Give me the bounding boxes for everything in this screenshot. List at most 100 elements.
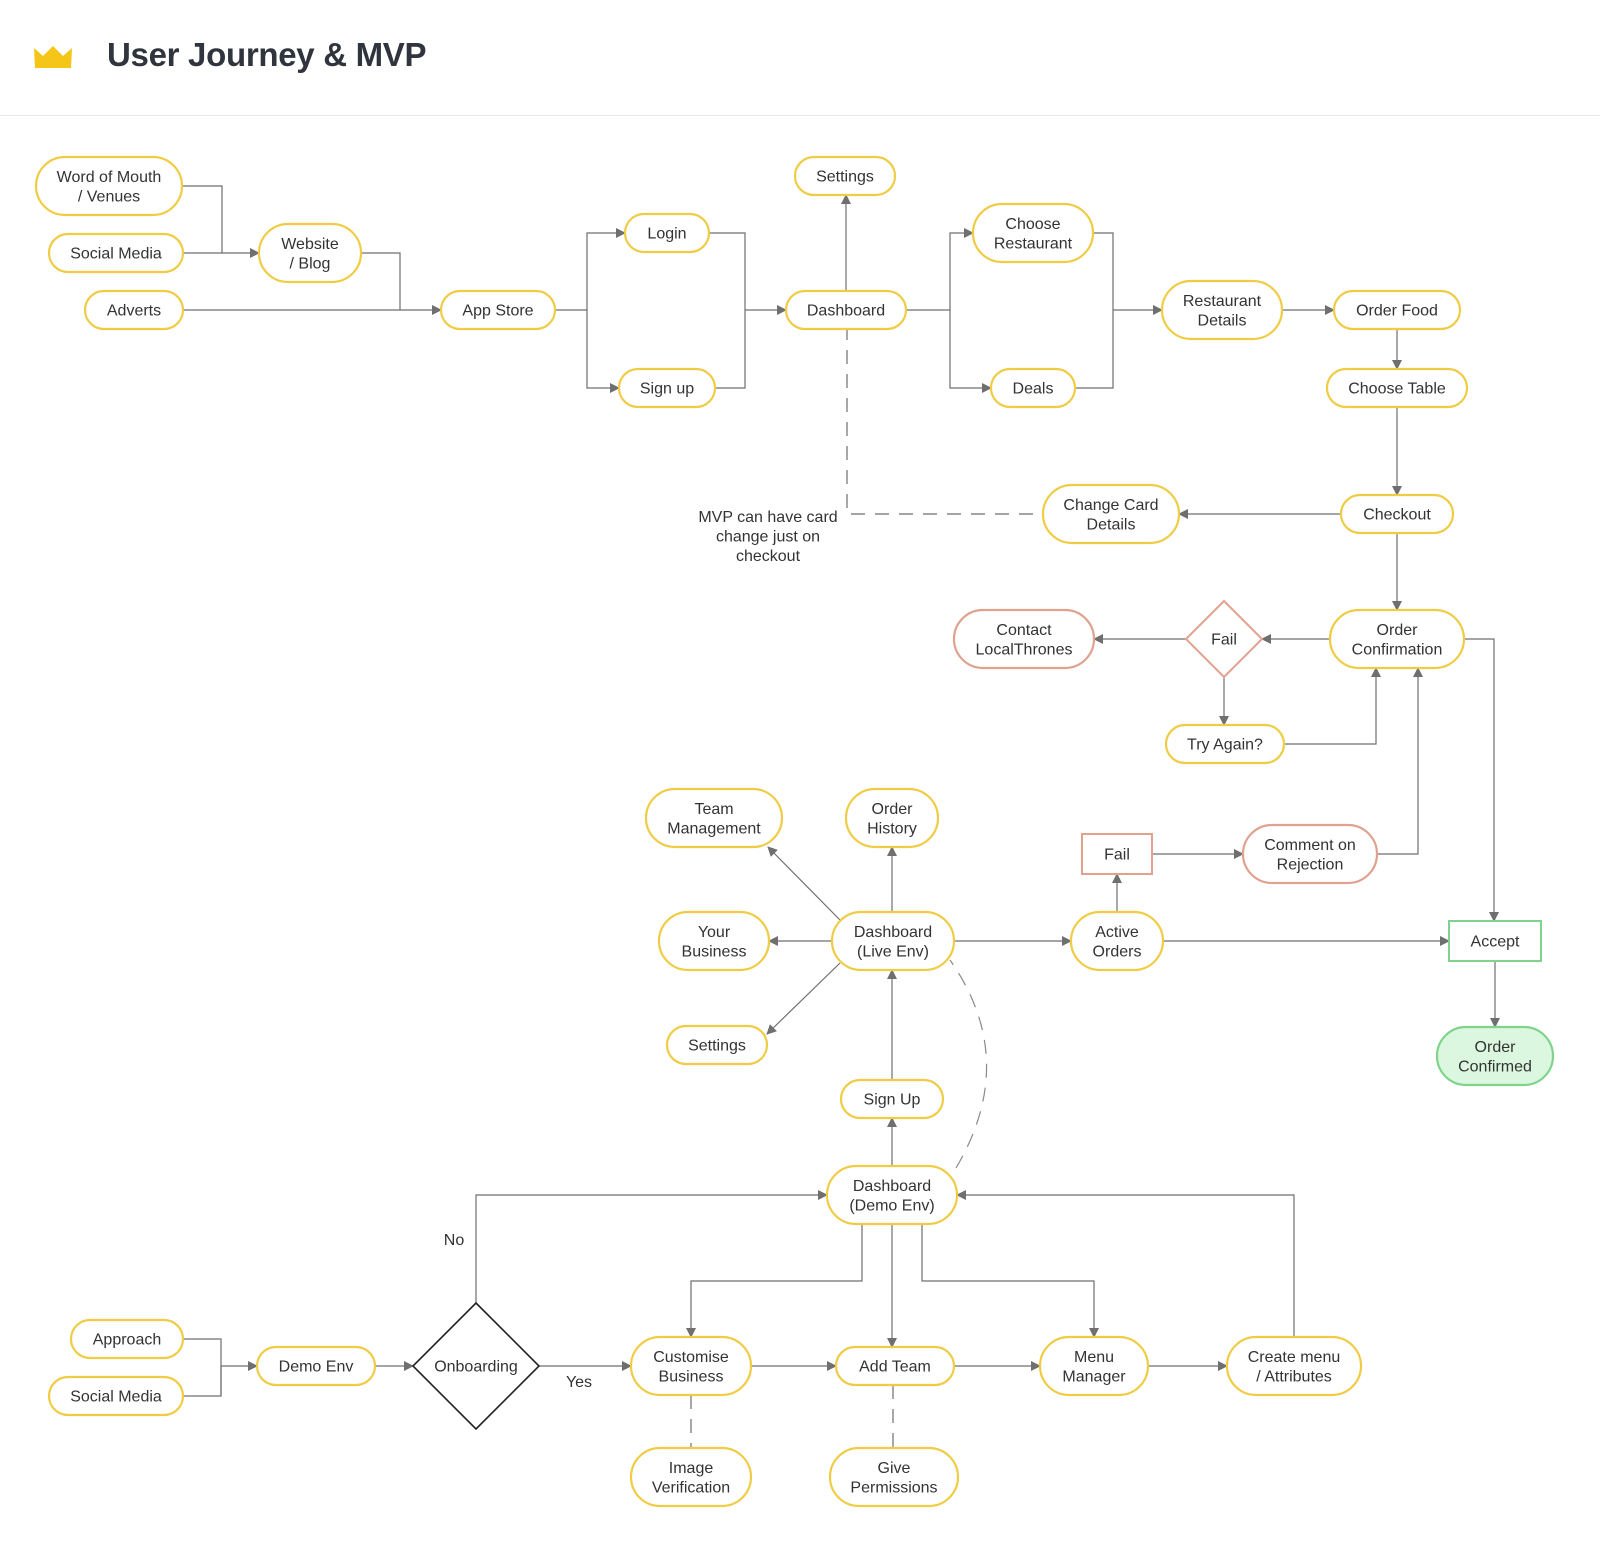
connector-word-of-mouth-to-merge — [182, 185, 223, 253]
fail-diamond-shape — [1184, 599, 1264, 679]
word-of-mouth-shape — [34, 155, 184, 217]
connector-create-menu-to-demo — [956, 1190, 1295, 1337]
adverts-label: Adverts — [107, 303, 161, 320]
node-social-media-bottom[interactable]: Social Media — [47, 1375, 185, 1417]
settings-live-shape — [665, 1024, 769, 1066]
node-settings-top[interactable]: Settings — [793, 155, 897, 197]
node-try-again[interactable]: Try Again? — [1164, 723, 1286, 765]
comment-rejection-shape — [1241, 823, 1379, 885]
node-app-store[interactable]: App Store — [439, 289, 557, 331]
dashboard-shape — [784, 289, 908, 331]
checkout-shape — [1339, 493, 1455, 535]
node-add-team[interactable]: Add Team — [834, 1345, 956, 1387]
node-demo-env[interactable]: Demo Env — [255, 1345, 377, 1387]
connector-dashboard-to-deals — [949, 310, 992, 393]
connector-layer — [182, 185, 1500, 1448]
node-login[interactable]: Login — [623, 212, 711, 254]
choose-table-shape — [1325, 367, 1469, 409]
approach-label: Approach — [93, 1332, 162, 1349]
connector-dashboard-live-to-settings — [766, 962, 841, 1035]
connector-comment-to-order-confirmation — [1377, 667, 1423, 855]
node-settings-live[interactable]: Settings — [665, 1024, 769, 1066]
dashboard-live-shape — [830, 910, 956, 972]
restaurant-details-shape — [1160, 279, 1284, 341]
node-deals[interactable]: Deals — [989, 367, 1077, 409]
node-create-menu[interactable]: Create menu/ Attributes — [1225, 1335, 1363, 1397]
node-dashboard-live[interactable]: Dashboard(Live Env) — [830, 910, 956, 972]
node-sign-up-top[interactable]: Sign up — [617, 367, 717, 409]
node-fail-diamond[interactable]: Fail — [1184, 599, 1264, 679]
connector-demo-to-menu-manager — [921, 1224, 1099, 1338]
node-website-blog[interactable]: Website/ Blog — [257, 222, 363, 284]
website-blog-shape — [257, 222, 363, 284]
connector-deals-to-restaurant-details — [1075, 305, 1163, 389]
node-checkout[interactable]: Checkout — [1339, 493, 1455, 535]
crown-icon — [34, 46, 72, 68]
website-blog-label: Website/ Blog — [281, 236, 339, 273]
create-menu-shape — [1225, 1335, 1363, 1397]
dashboard-demo-label: Dashboard(Demo Env) — [849, 1178, 934, 1215]
node-dashboard-demo[interactable]: Dashboard(Demo Env) — [825, 1164, 959, 1226]
node-order-food[interactable]: Order Food — [1332, 289, 1462, 331]
word-of-mouth-label: Word of Mouth/ Venues — [57, 169, 162, 206]
page-title: User Journey & MVP — [107, 36, 427, 73]
no-label: No — [444, 1232, 465, 1249]
node-onboarding[interactable]: Onboarding — [411, 1301, 541, 1431]
login-label: Login — [647, 226, 686, 243]
connector-dashboard-live-to-team-management — [767, 846, 841, 921]
fail-box-label: Fail — [1104, 847, 1130, 864]
node-fail-box[interactable]: Fail — [1081, 833, 1153, 875]
connector-app-store-to-signup — [586, 310, 620, 393]
settings-live-label: Settings — [688, 1038, 746, 1055]
connector-change-card-to-dashboard-dashed — [846, 329, 1033, 515]
node-dashboard[interactable]: Dashboard — [784, 289, 908, 331]
connector-demo-to-live-dashed — [949, 959, 988, 1169]
give-permissions-shape — [828, 1446, 960, 1508]
menu-manager-shape — [1038, 1335, 1150, 1397]
node-approach[interactable]: Approach — [69, 1318, 185, 1360]
node-adverts[interactable]: Adverts — [83, 289, 185, 331]
node-choose-table[interactable]: Choose Table — [1325, 367, 1469, 409]
node-accept[interactable]: Accept — [1448, 920, 1542, 962]
adverts-shape — [83, 289, 185, 331]
node-social-media-top[interactable]: Social Media — [47, 232, 185, 274]
active-orders-shape — [1069, 910, 1165, 972]
node-sign-up-live[interactable]: Sign Up — [839, 1078, 945, 1120]
sign-up-top-shape — [617, 367, 717, 409]
connector-signup-to-dashboard — [715, 305, 787, 389]
try-again-label: Try Again? — [1187, 737, 1263, 754]
change-card-shape — [1041, 483, 1181, 545]
team-management-shape — [644, 787, 784, 849]
image-verification-shape — [629, 1446, 753, 1508]
node-word-of-mouth[interactable]: Word of Mouth/ Venues — [34, 155, 184, 217]
